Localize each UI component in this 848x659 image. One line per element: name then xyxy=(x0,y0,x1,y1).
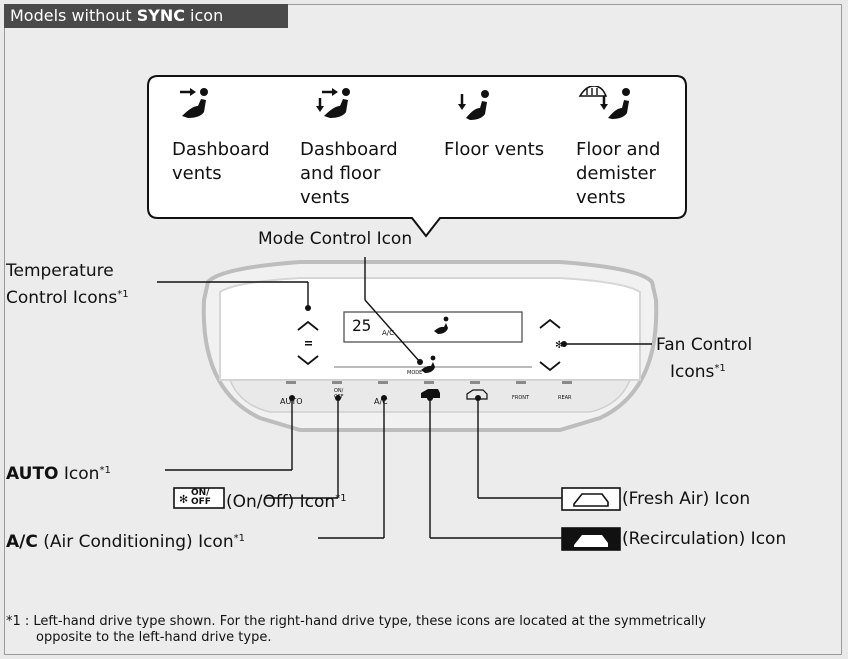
recirculation-label: (Recirculation) Icon xyxy=(622,529,787,549)
display-temperature: 25 xyxy=(352,316,372,335)
section-header: Models without SYNC icon xyxy=(4,4,288,28)
footnote-line1: *1 : Left-hand drive type shown. For the… xyxy=(6,614,706,629)
temperature-label-line2: Control Icons*1 xyxy=(6,283,129,310)
onoff-box-icon xyxy=(173,487,225,509)
header-prefix: Models without xyxy=(10,6,137,25)
temp-mark-icon xyxy=(305,341,312,343)
display-window xyxy=(343,311,523,343)
ac-button[interactable]: A/C xyxy=(374,397,388,406)
floor-vent-icon xyxy=(458,90,494,126)
ac-label-text: (Air Conditioning) Icon xyxy=(37,532,234,552)
fan-label-line2: Icons*1 xyxy=(670,357,726,384)
auto-label-text: Icon xyxy=(58,464,100,484)
ac-label: A/C (Air Conditioning) Icon*1 xyxy=(6,527,245,554)
onoff-label-text: (On/Off) Icon xyxy=(226,492,336,512)
temp-up-chevron-icon[interactable] xyxy=(297,320,319,331)
fan-label-line1: Fan Control xyxy=(656,335,753,355)
fan-icon: ✻ xyxy=(555,340,563,351)
fan-down-chevron-icon[interactable] xyxy=(539,361,561,372)
temperature-label-text: Control Icons xyxy=(6,288,118,308)
temp-down-chevron-icon[interactable] xyxy=(297,355,319,366)
floor-demister-vent-icon xyxy=(578,85,634,124)
leader-lines xyxy=(157,257,652,539)
fresh-air-box-icon xyxy=(561,487,621,511)
vent-label-floor-demister: Floor and demister vents xyxy=(576,139,661,208)
onoff-button[interactable]: ON/OFF xyxy=(334,388,344,400)
display-mode-icon xyxy=(434,316,449,334)
mode-control-label: Mode Control Icon xyxy=(258,229,413,249)
mode-text: MODE xyxy=(407,370,423,376)
footnote: *1 : Left-hand drive type shown. For the… xyxy=(6,614,846,646)
fan-up-chevron-icon[interactable] xyxy=(539,318,561,329)
onoff-box-top: ON/ xyxy=(191,488,210,498)
footnote-mark: *1 xyxy=(335,493,347,504)
onoff-label: (On/Off) Icon*1 xyxy=(226,487,347,514)
vent-label-floor: Floor vents xyxy=(444,139,545,160)
vent-label-dashboard-floor: Dashboard and floor vents xyxy=(300,139,398,208)
vent-callout-bubble xyxy=(147,75,687,238)
footnote-mark: *1 xyxy=(233,533,245,544)
footnote-mark: *1 xyxy=(99,465,111,476)
temperature-label-line1: Temperature xyxy=(6,261,114,281)
vent-label-dashboard: Dashboard vents xyxy=(172,139,270,184)
onoff-button-top: ON/ xyxy=(334,388,344,394)
dashboard-vent-icon xyxy=(178,86,214,124)
temp-mark-icon xyxy=(305,344,312,346)
auto-button[interactable]: AUTO xyxy=(280,397,303,406)
footnote-mark: *1 xyxy=(117,289,129,300)
indicator-lights xyxy=(286,381,572,384)
header-bold: SYNC xyxy=(136,6,185,25)
fresh-air-button-icon[interactable] xyxy=(466,389,488,400)
header-suffix: icon xyxy=(184,6,224,25)
onoff-box-bottom: OFF xyxy=(191,497,211,507)
front-defrost-button[interactable]: FRONT xyxy=(512,395,530,401)
dashboard-floor-vent-icon xyxy=(316,86,356,124)
footnote-line2: opposite to the left-hand drive type. xyxy=(36,630,272,645)
ac-label-bold: A/C xyxy=(6,532,38,552)
display-ac: A/C xyxy=(382,329,395,337)
auto-label-bold: AUTO xyxy=(6,464,59,484)
onoff-fan-icon: ✻ xyxy=(179,493,188,506)
onoff-button-bottom: OFF xyxy=(334,394,344,400)
onoff-box-text: ON/OFF xyxy=(191,489,211,507)
mode-button-icon[interactable] xyxy=(421,355,436,373)
auto-label: AUTO Icon*1 xyxy=(6,459,111,486)
rear-defrost-button[interactable]: REAR xyxy=(558,395,572,401)
footnote-mark: *1 xyxy=(714,363,726,374)
fresh-air-label: (Fresh Air) Icon xyxy=(622,489,751,509)
recirculation-button-icon[interactable] xyxy=(421,389,440,398)
fan-label-text: Icons xyxy=(670,362,715,382)
